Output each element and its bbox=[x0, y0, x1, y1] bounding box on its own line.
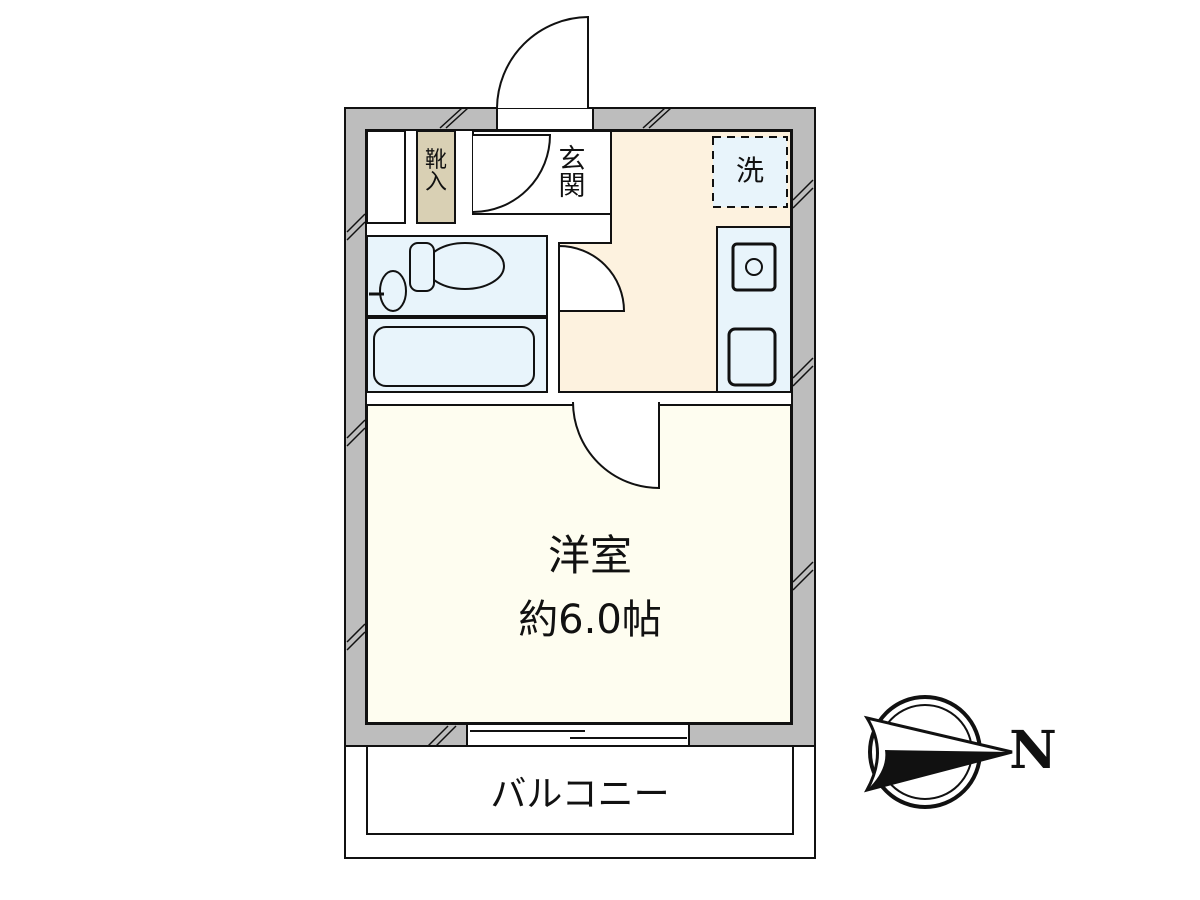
toilet-door[interactable] bbox=[558, 244, 626, 312]
front-door[interactable] bbox=[496, 15, 589, 109]
balcony-label: バルコニー bbox=[490, 774, 670, 815]
compass-north-label: N bbox=[1009, 720, 1057, 781]
washer-label: 洗 bbox=[735, 154, 764, 187]
western-room-size: 約6.0帖 bbox=[518, 597, 662, 643]
entrance-label: 玄関 bbox=[558, 144, 586, 202]
western-room-label: 洋室 bbox=[547, 531, 632, 580]
stove bbox=[731, 242, 777, 292]
compass-icon bbox=[863, 695, 1013, 809]
balcony-window[interactable] bbox=[466, 723, 690, 747]
shoe-storage-label: 靴入 bbox=[424, 148, 447, 195]
room-door[interactable] bbox=[572, 401, 660, 490]
bathtub bbox=[373, 326, 535, 387]
closet bbox=[366, 130, 406, 224]
sink bbox=[727, 327, 777, 387]
washer-space bbox=[712, 136, 788, 208]
shoe-storage bbox=[416, 130, 456, 224]
